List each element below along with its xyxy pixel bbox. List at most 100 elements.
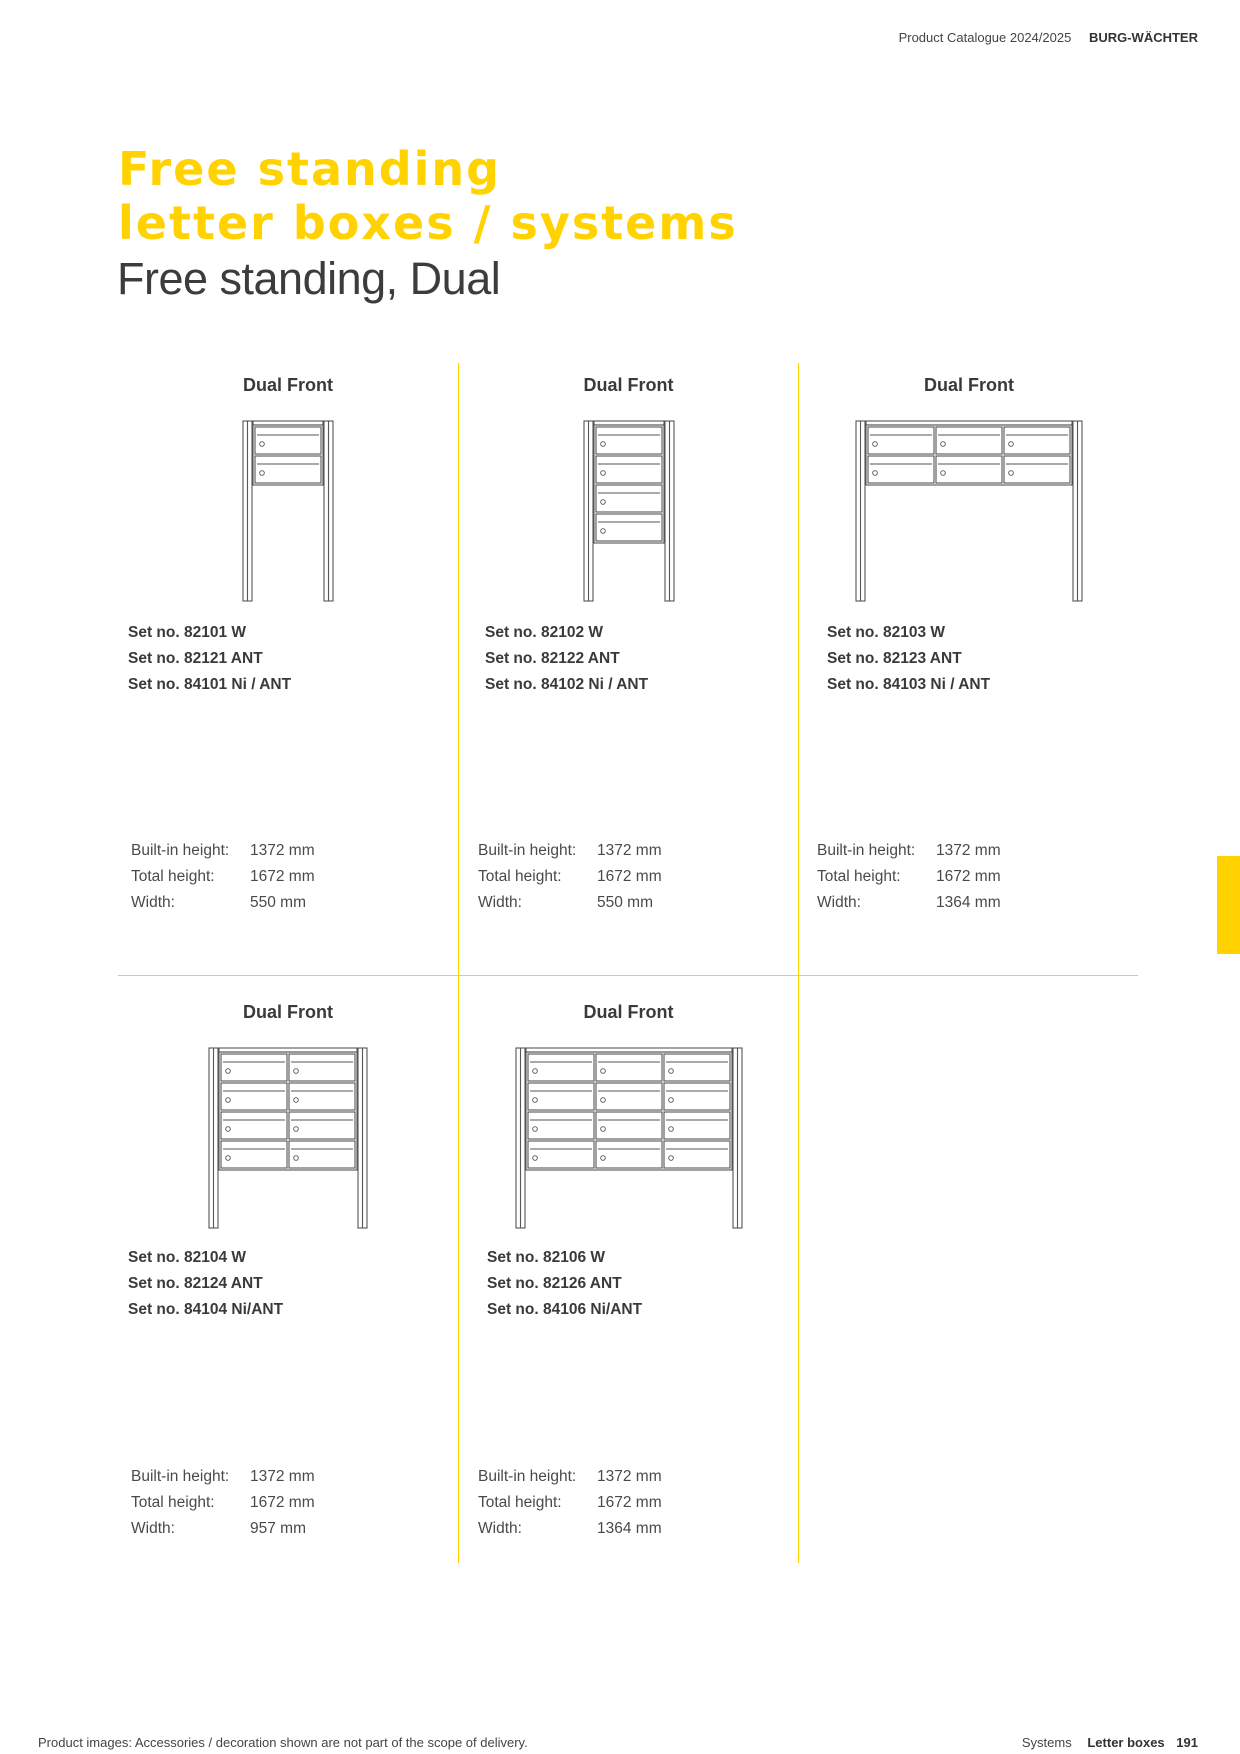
letter-box-unit: [595, 1053, 663, 1082]
lock-icon: [1008, 470, 1014, 476]
chapter-tab-marker: [1217, 856, 1240, 954]
letter-box-unit: [663, 1053, 731, 1082]
letter-box-unit: [595, 455, 663, 484]
footer-section: Systems: [1021, 1735, 1072, 1750]
lock-icon: [293, 1068, 299, 1074]
letter-box-unit: [527, 1053, 595, 1082]
spec-label-total: Total height:: [131, 868, 215, 885]
set-number-list: Set no. 82103 W Set no. 82123 ANT Set no…: [827, 620, 990, 698]
product-drawing: [208, 1047, 368, 1229]
letter-box-unit: [663, 1140, 731, 1169]
product-title: Dual Front: [583, 1002, 674, 1022]
page-header: Product Catalogue 2024/2025 BURG-WÄCHTER: [899, 30, 1198, 45]
spec-label-width: Width:: [817, 894, 861, 911]
letter-box-unit: [220, 1111, 288, 1140]
letter-box-unit: [288, 1140, 356, 1169]
product-cell: Dual Front Set no. 82106 W Set no. 82126…: [459, 990, 798, 1563]
product-title: Dual Front: [924, 375, 1014, 395]
product-drawing: [242, 420, 334, 602]
product-title: Dual Front: [243, 1002, 333, 1022]
set-number: Set no. 84104 Ni/ANT: [128, 1301, 284, 1318]
lock-icon: [940, 441, 946, 447]
catalogue-label: Product Catalogue 2024/2025: [898, 30, 1072, 45]
spec-built-in-height: 1372 mm: [597, 1468, 662, 1485]
letter-box-unit: [595, 426, 663, 455]
lock-icon: [293, 1155, 299, 1161]
box-housing: [252, 424, 324, 486]
letter-box-unit: [527, 1111, 595, 1140]
spec-width: 957 mm: [250, 1520, 306, 1537]
spec-width: 550 mm: [597, 894, 653, 911]
letter-box-unit: [595, 1082, 663, 1111]
product-drawing: [515, 1047, 743, 1229]
lock-icon: [259, 470, 265, 476]
grid-divider-h: [118, 975, 1138, 976]
letter-box-unit: [663, 1111, 731, 1140]
brand-name: BURG-WÄCHTER: [1088, 30, 1198, 45]
lock-icon: [600, 441, 606, 447]
letter-box-unit: [1003, 426, 1071, 455]
set-number: Set no. 84106 Ni/ANT: [487, 1301, 643, 1318]
set-number: Set no. 82106 W: [487, 1249, 606, 1266]
top-rail: [218, 1047, 358, 1053]
spec-total-height: 1672 mm: [936, 868, 1001, 885]
product-title: Dual Front: [583, 375, 674, 395]
set-number: Set no. 82123 ANT: [827, 650, 962, 667]
lock-icon: [600, 1155, 606, 1161]
lock-icon: [225, 1068, 231, 1074]
spec-label-built-in: Built-in height:: [131, 842, 230, 859]
lock-icon: [225, 1097, 231, 1103]
spec-label-total: Total height:: [817, 868, 901, 885]
spec-total-height: 1672 mm: [250, 868, 315, 885]
lock-icon: [532, 1126, 538, 1132]
set-number-list: Set no. 82106 W Set no. 82126 ANT Set no…: [487, 1245, 642, 1323]
spec-built-in-height: 1372 mm: [250, 842, 315, 859]
product-drawing: [583, 420, 675, 602]
box-housing: [865, 424, 1073, 486]
letter-box-unit: [220, 1053, 288, 1082]
letter-box-unit: [220, 1082, 288, 1111]
set-number: Set no. 82104 W: [128, 1249, 247, 1266]
letter-box-unit: [595, 1140, 663, 1169]
letter-box-unit: [663, 1082, 731, 1111]
spec-label-built-in: Built-in height:: [131, 1468, 230, 1485]
spec-label-total: Total height:: [131, 1494, 215, 1511]
lock-icon: [293, 1097, 299, 1103]
set-number: Set no. 82103 W: [827, 624, 946, 641]
grid-divider-v2: [798, 363, 799, 1563]
box-housing: [525, 1051, 733, 1171]
spec-width: 1364 mm: [597, 1520, 662, 1537]
page-subtitle: Free standing, Dual: [117, 253, 501, 304]
lock-icon: [600, 1068, 606, 1074]
footer-chapter: Letter boxes: [1087, 1735, 1165, 1750]
set-number-list: Set no. 82101 W Set no. 82121 ANT Set no…: [128, 620, 291, 698]
letter-box-unit: [595, 1111, 663, 1140]
lock-icon: [600, 499, 606, 505]
spec-total-height: 1672 mm: [250, 1494, 315, 1511]
lock-icon: [600, 1097, 606, 1103]
spec-label-total: Total height:: [478, 1494, 562, 1511]
lock-icon: [532, 1068, 538, 1074]
spec-built-in-height: 1372 mm: [936, 842, 1001, 859]
set-number: Set no. 82121 ANT: [128, 650, 263, 667]
letter-box-unit: [254, 426, 322, 455]
spec-width: 550 mm: [250, 894, 306, 911]
spec-total-height: 1672 mm: [597, 1494, 662, 1511]
letter-box-unit: [1003, 455, 1071, 484]
lock-icon: [225, 1155, 231, 1161]
page-title-line-1: Free standing: [118, 142, 502, 196]
spec-built-in-height: 1372 mm: [250, 1468, 315, 1485]
letter-box-unit: [288, 1082, 356, 1111]
letter-box-unit: [527, 1140, 595, 1169]
page-footer: Systems Letter boxes 191: [1022, 1735, 1198, 1750]
product-cell: Dual Front Set no. 82101 W Set no. 82121…: [118, 363, 458, 975]
spec-label-built-in: Built-in height:: [817, 842, 916, 859]
spec-total-height: 1672 mm: [597, 868, 662, 885]
lock-icon: [532, 1155, 538, 1161]
top-rail: [865, 420, 1073, 426]
lock-icon: [668, 1155, 674, 1161]
lock-icon: [1008, 441, 1014, 447]
spec-label-built-in: Built-in height:: [478, 1468, 577, 1485]
page-title-line-2: letter boxes / systems: [118, 196, 738, 250]
letter-box-unit: [935, 455, 1003, 484]
